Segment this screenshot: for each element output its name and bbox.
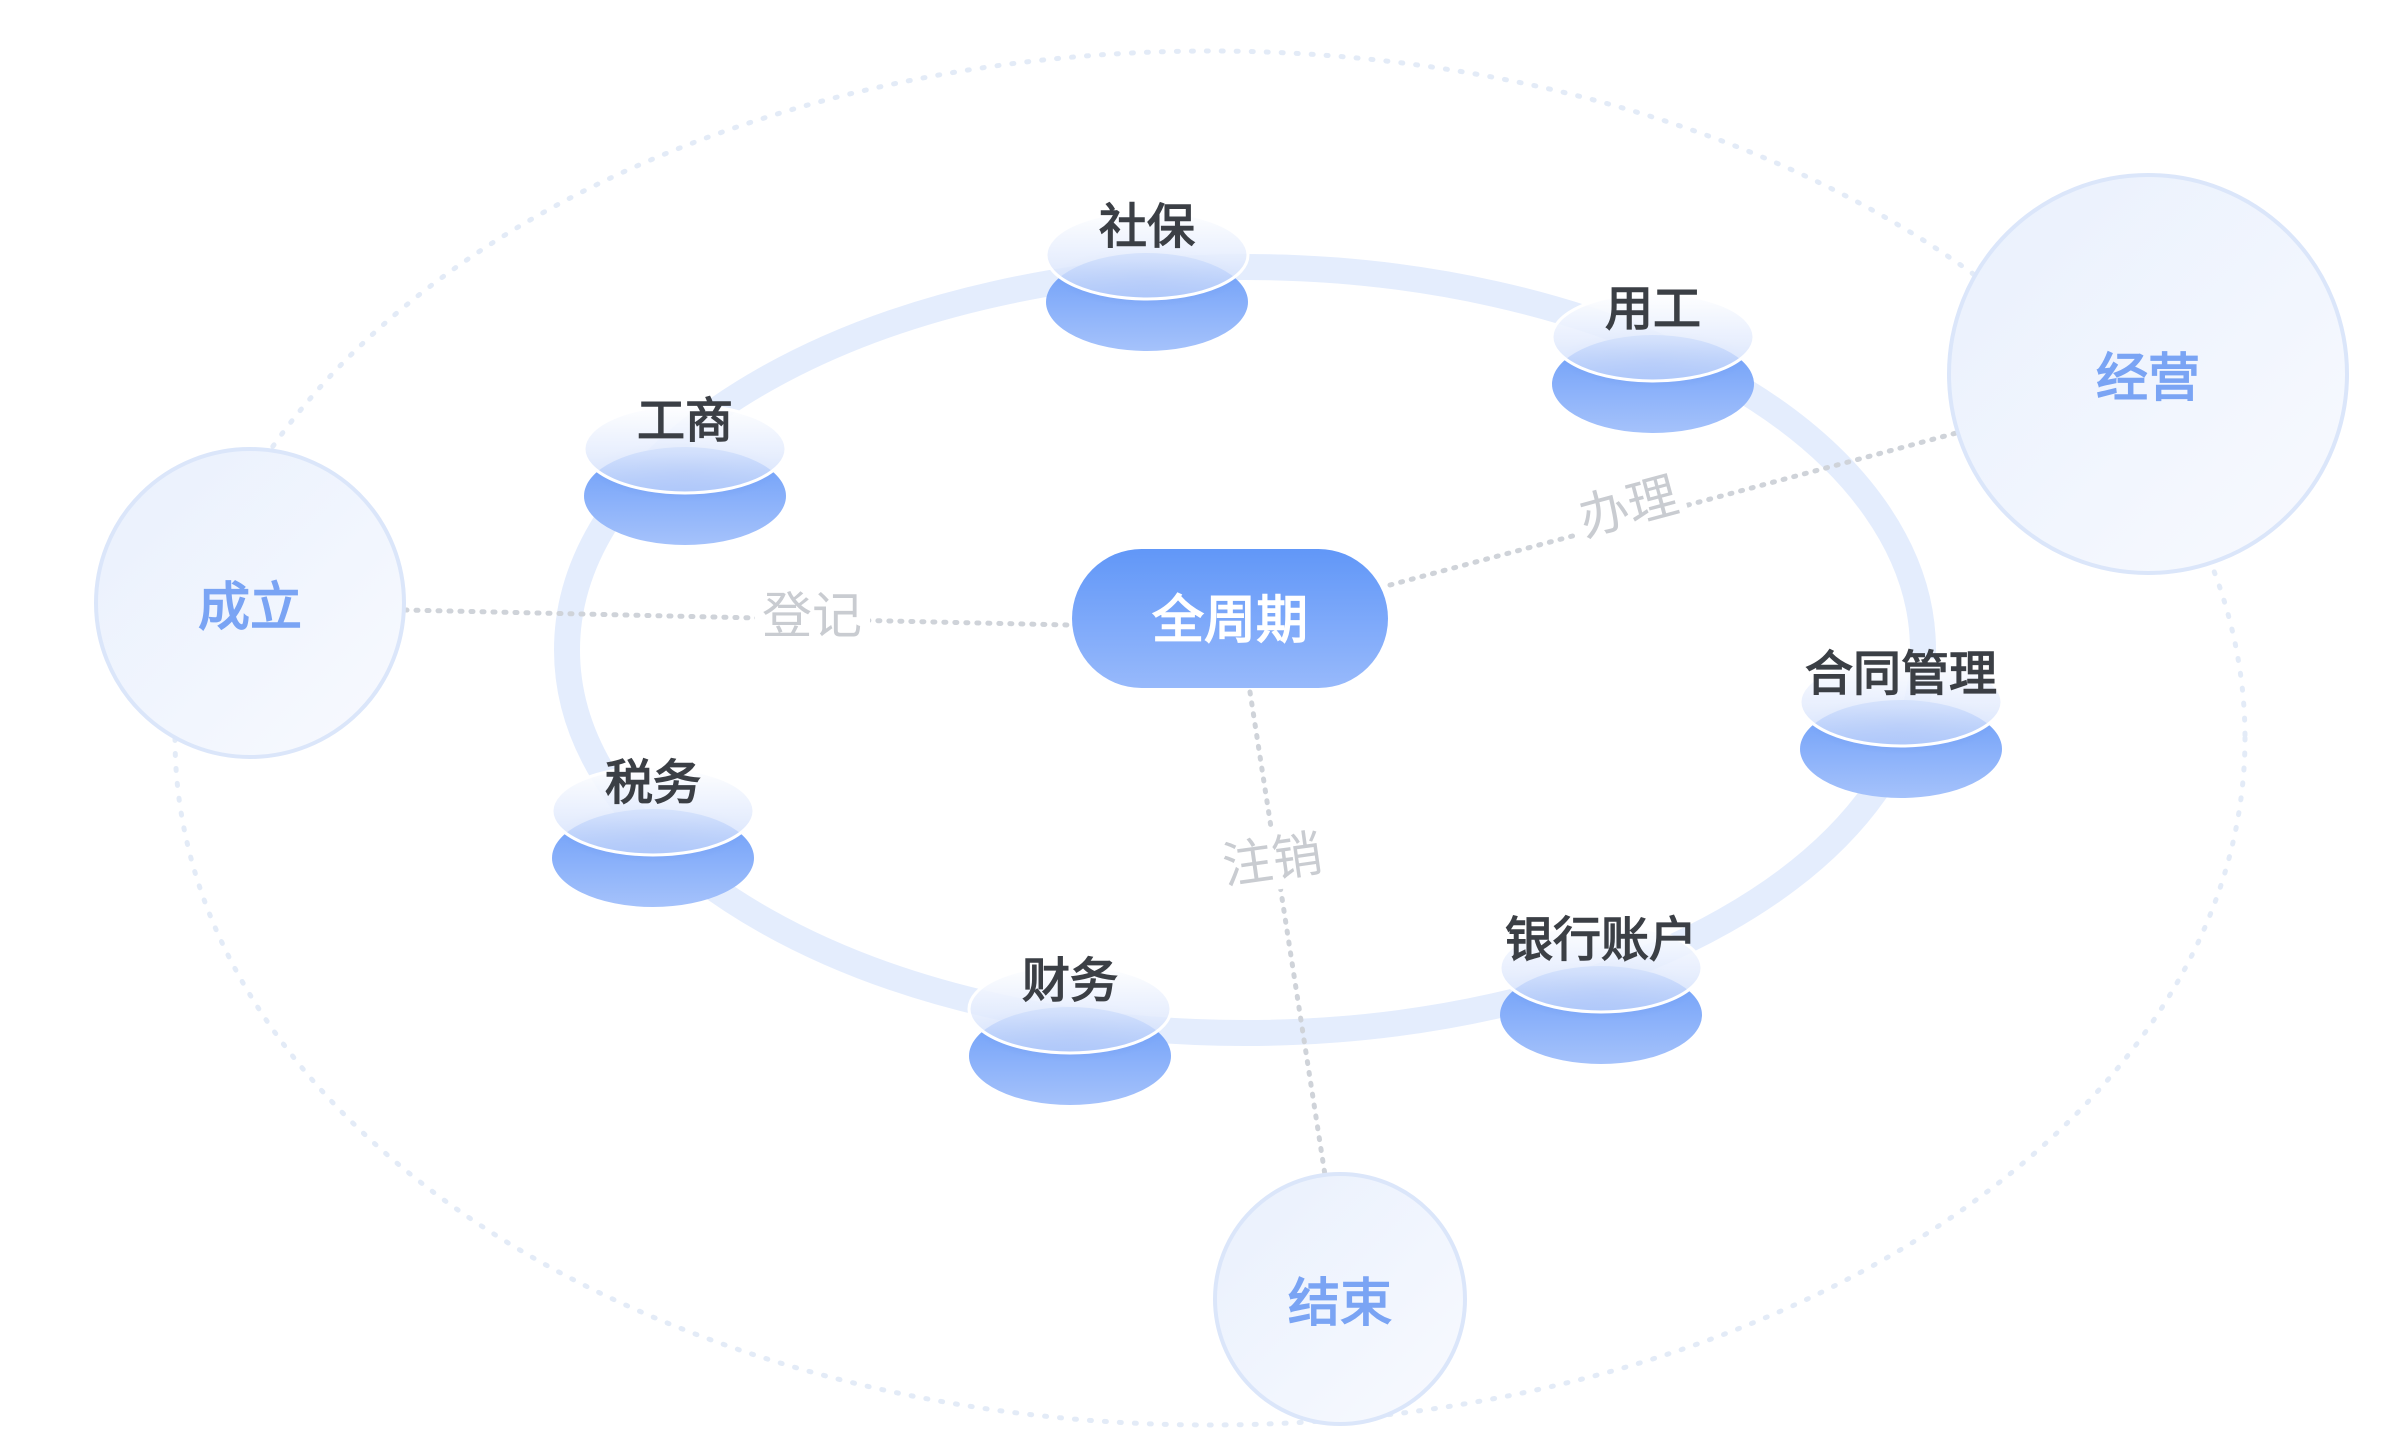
disc-top bbox=[967, 963, 1173, 1055]
module-contract-management[interactable]: 合同管理 bbox=[1798, 646, 2004, 798]
module-finance[interactable]: 财务 bbox=[967, 953, 1173, 1105]
stage-circle bbox=[1213, 1172, 1467, 1426]
module-label-social-security: 社保 bbox=[1099, 199, 1196, 255]
module-label-contract-management: 合同管理 bbox=[1805, 646, 1997, 702]
stage-circle bbox=[1947, 173, 2349, 575]
module-social-security[interactable]: 社保 bbox=[1044, 199, 1250, 351]
center-pill bbox=[1072, 549, 1388, 688]
stage-operate[interactable]: 经营 bbox=[1947, 173, 2349, 575]
module-business-registration[interactable]: 工商 bbox=[582, 393, 788, 545]
module-label-business-registration: 工商 bbox=[637, 393, 733, 449]
stage-close[interactable]: 结束 bbox=[1213, 1172, 1467, 1426]
module-employment[interactable]: 用工 bbox=[1550, 281, 1756, 433]
disc-top bbox=[1798, 656, 2004, 748]
module-label-employment: 用工 bbox=[1605, 281, 1701, 337]
link-labels: 登记 办理 注销 bbox=[755, 461, 1692, 898]
stage-establish[interactable]: 成立 bbox=[94, 447, 406, 759]
link-line-close bbox=[1247, 689, 1328, 1178]
module-tax[interactable]: 税务 bbox=[550, 755, 756, 907]
stage-label-operate: 经营 bbox=[2096, 349, 2200, 409]
link-label-register: 登记 bbox=[762, 587, 862, 645]
stage-label-establish: 成立 bbox=[198, 578, 302, 638]
module-label-finance: 财务 bbox=[1022, 953, 1118, 1009]
link-line-establish bbox=[402, 607, 1071, 628]
disc-top bbox=[550, 765, 756, 857]
module-label-tax: 税务 bbox=[605, 755, 701, 811]
link-label-cancel: 注销 bbox=[1219, 824, 1326, 895]
link-label-handle: 办理 bbox=[1572, 466, 1684, 548]
disc-top bbox=[1044, 209, 1250, 301]
disc-top bbox=[1550, 291, 1756, 383]
disc-top bbox=[1498, 922, 1704, 1014]
stage-label-close: 结束 bbox=[1288, 1274, 1392, 1334]
center-label: 全周期 bbox=[1151, 591, 1308, 651]
module-bank-account[interactable]: 银行账户 bbox=[1498, 912, 1704, 1064]
module-label-bank-account: 银行账户 bbox=[1505, 912, 1697, 968]
center-node[interactable]: 全周期 bbox=[1072, 549, 1388, 688]
disc-top bbox=[582, 403, 788, 495]
stage-circle bbox=[94, 447, 406, 759]
